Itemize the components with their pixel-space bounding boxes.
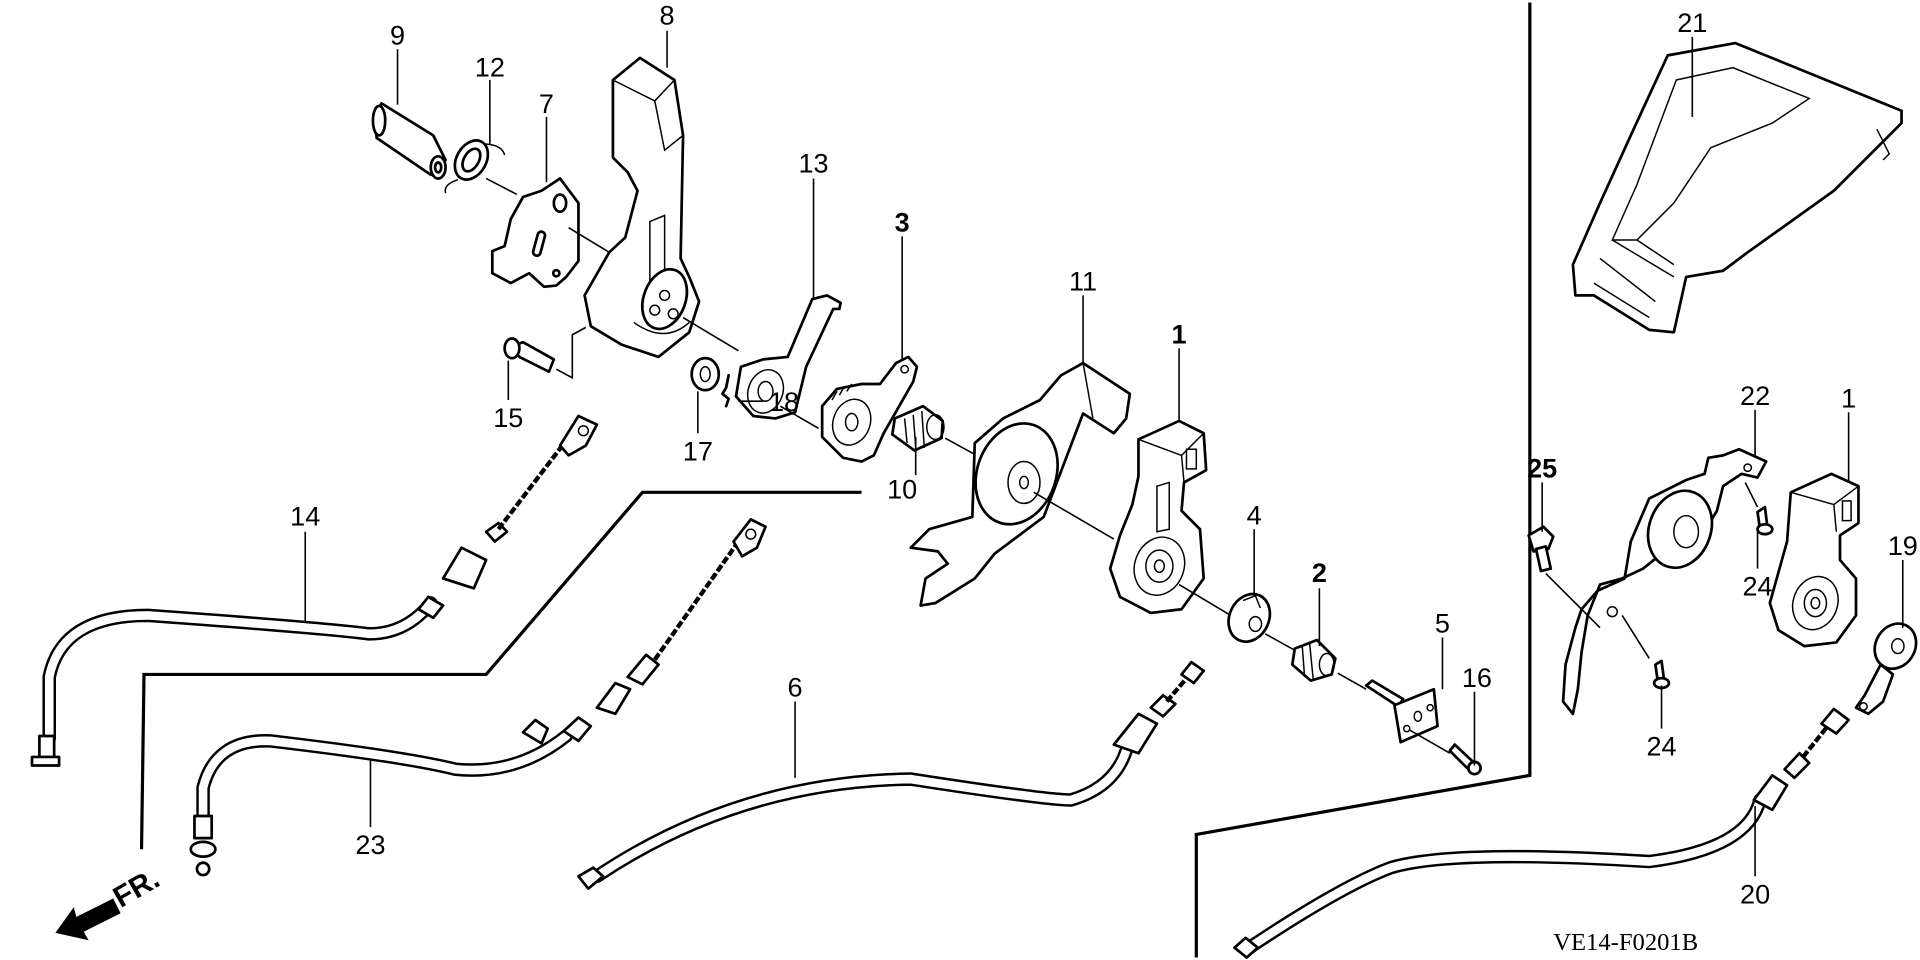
part-23-cable[interactable] — [189, 518, 767, 877]
callout-11[interactable]: 11 — [1069, 265, 1097, 296]
part-17-washer[interactable] — [690, 356, 721, 392]
assembly-line — [1621, 614, 1650, 659]
callout-2[interactable]: 2 — [1312, 557, 1327, 588]
part-10-spring[interactable] — [890, 404, 945, 452]
part-5-bolt-plate[interactable] — [1364, 679, 1439, 744]
part-13-lever-plate[interactable] — [734, 294, 842, 420]
part-15-pin[interactable] — [503, 337, 556, 374]
front-arrow-icon — [55, 898, 121, 941]
assembly-line — [1178, 583, 1232, 617]
callout-15[interactable]: 15 — [493, 402, 523, 433]
callout-4[interactable]: 4 — [1247, 499, 1262, 530]
assembly-line — [682, 316, 739, 352]
assembly-line — [568, 227, 610, 253]
part-6-cable[interactable] — [577, 660, 1206, 890]
part-19-lever-plate[interactable] — [1854, 616, 1920, 716]
callout-12[interactable]: 12 — [475, 51, 505, 82]
callout-10[interactable]: 10 — [887, 473, 917, 504]
assembly-line — [1033, 491, 1115, 540]
callout-7[interactable]: 7 — [539, 88, 554, 119]
section-frame-lines — [139, 2, 1532, 958]
callout-18[interactable]: 18 — [769, 386, 799, 417]
assembly-line — [485, 177, 518, 196]
part-24-screw-lower[interactable] — [1652, 659, 1671, 690]
part-11-control-base[interactable] — [909, 361, 1132, 607]
assembly-line — [1744, 482, 1759, 508]
callout-21[interactable]: 21 — [1677, 7, 1707, 38]
part-25-bolt[interactable] — [1527, 525, 1555, 573]
part-14-cable[interactable] — [30, 414, 599, 767]
part-24-screw-upper[interactable] — [1756, 505, 1774, 536]
callout-23[interactable]: 23 — [355, 829, 385, 860]
callout-17[interactable]: 17 — [683, 435, 713, 466]
callout-16[interactable]: 16 — [1462, 662, 1492, 693]
callout-24-lower[interactable]: 24 — [1646, 731, 1676, 762]
callout-13[interactable]: 13 — [798, 147, 828, 178]
callout-22[interactable]: 22 — [1740, 380, 1770, 411]
part-22-control-base[interactable] — [1561, 447, 1768, 716]
callout-14[interactable]: 14 — [290, 501, 320, 532]
callout-20[interactable]: 20 — [1740, 878, 1770, 909]
part-8-lever-handle[interactable] — [583, 56, 701, 359]
callout-25[interactable]: 25 — [1527, 453, 1557, 484]
part-20-cable[interactable] — [1233, 707, 1850, 959]
assembly-line — [1337, 672, 1367, 690]
assembly-line — [555, 326, 587, 380]
callout-8[interactable]: 8 — [660, 0, 675, 31]
part-18-clip[interactable] — [721, 374, 730, 408]
callout-5[interactable]: 5 — [1435, 608, 1450, 639]
callout-1-right[interactable]: 1 — [1841, 382, 1856, 413]
part-1-control-lever-right[interactable] — [1768, 472, 1860, 648]
part-16-screw[interactable] — [1448, 743, 1482, 776]
callout-labels: 9 12 7 8 13 3 11 1 15 17 18 10 14 4 2 5 … — [290, 0, 1918, 909]
assembly-line — [1545, 572, 1601, 629]
callout-24-upper[interactable]: 24 — [1742, 571, 1772, 602]
part-12-torsion-spring[interactable] — [444, 134, 506, 194]
assembly-line — [779, 405, 819, 429]
front-direction-indicator: FR. — [55, 862, 165, 941]
callout-19[interactable]: 19 — [1888, 530, 1918, 561]
part-4-friction-washer[interactable] — [1221, 587, 1278, 648]
callout-1[interactable]: 1 — [1172, 318, 1187, 349]
part-1-control-lever[interactable] — [1108, 419, 1208, 615]
callout-9[interactable]: 9 — [390, 19, 405, 50]
part-3-ratchet-plate[interactable] — [820, 355, 919, 463]
part-21-cover[interactable] — [1571, 41, 1903, 334]
assembly-line — [1408, 729, 1451, 754]
callout-6[interactable]: 6 — [788, 672, 803, 703]
part-7-lever-bracket[interactable] — [490, 177, 580, 289]
drawing-code: VE14-F0201B — [1553, 929, 1698, 956]
callout-3[interactable]: 3 — [895, 206, 910, 237]
assembly-line — [1264, 633, 1299, 654]
part-2-spring[interactable] — [1290, 638, 1337, 682]
part-9-collar[interactable] — [371, 102, 447, 180]
callout-leaders — [304, 30, 1904, 877]
